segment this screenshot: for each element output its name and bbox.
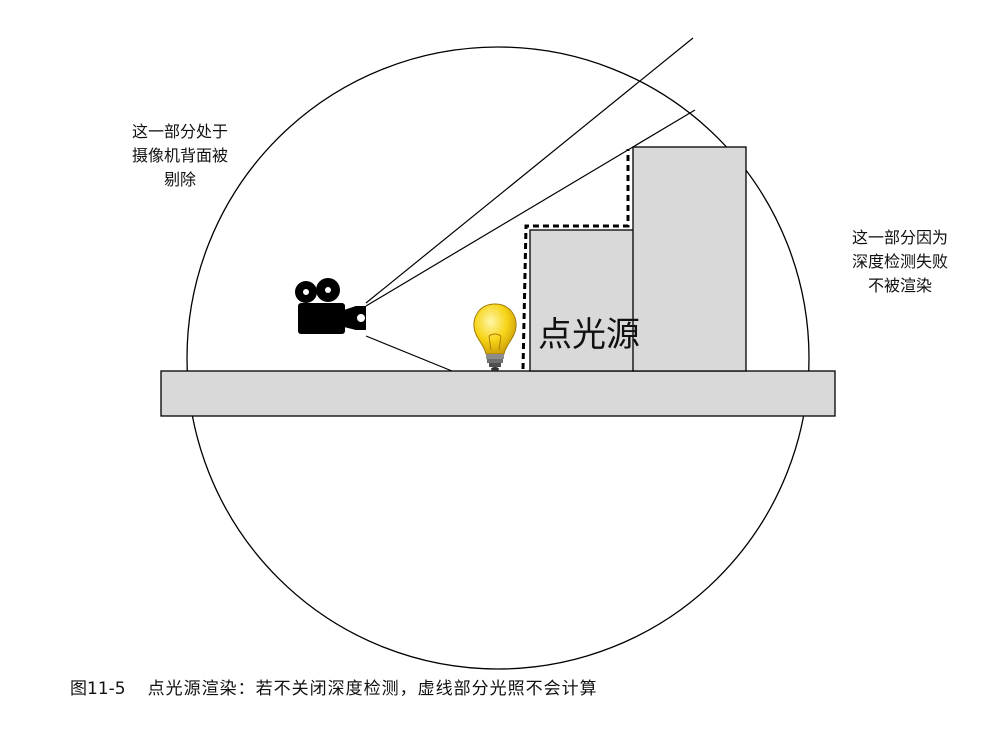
figure-caption: 图11-5 点光源渲染：若不关闭深度检测，虚线部分光照不会计算 (70, 676, 598, 702)
figure-number: 图11-5 (70, 679, 126, 699)
short-block (529, 229, 635, 372)
frustum-line-bottom (365, 335, 453, 372)
tall-block (632, 146, 747, 372)
light-volume-diagram (160, 37, 836, 670)
caption-text: 点光源渲染：若不关闭深度检测，虚线部分光照不会计算 (147, 679, 598, 699)
ground-slab (160, 370, 836, 417)
unlit-dashed-outline (521, 149, 630, 370)
depth-test-failed-note: 这一部分因为 深度检测失败 不被渲染 (851, 228, 948, 295)
frustum-line-middle (365, 109, 696, 307)
light-bulb-icon (473, 303, 517, 371)
light-volume-sphere (186, 46, 810, 670)
point-light-label: 点光源 (538, 315, 640, 355)
movie-camera-icon (295, 278, 366, 334)
backface-culled-note: 这一部分处于 摄像机背面被 剔除 (131, 122, 228, 189)
frustum-line-top (365, 37, 694, 304)
